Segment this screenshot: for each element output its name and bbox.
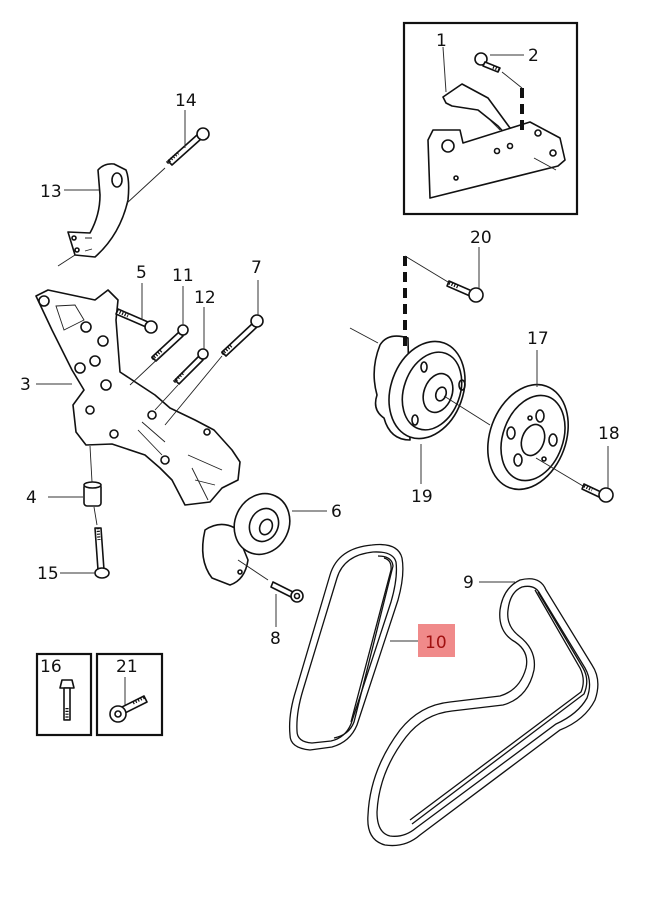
callout-17[interactable]: 17 [527,329,549,349]
part-11-bolt[interactable] [150,324,189,362]
part-13-support-bracket[interactable] [67,163,130,258]
callout-13[interactable]: 13 [40,182,62,202]
part-16-bolt[interactable] [59,679,75,721]
part-17-pulley[interactable] [474,373,582,500]
callout-19[interactable]: 19 [411,487,433,507]
part-4-sleeve[interactable] [83,481,102,507]
callout-1[interactable]: 1 [436,31,447,51]
part-21-bolt[interactable] [109,695,148,723]
callout-9[interactable]: 9 [463,573,474,593]
highlight-box [418,624,455,657]
part-1-bracket[interactable] [427,83,566,199]
inset-box-bracket: 1 2 [402,21,579,216]
inset-frame-21 [95,652,164,737]
axis-line-2 [443,395,491,426]
inset-box-21[interactable]: 21 [95,652,164,737]
part-8-bolt[interactable] [270,581,304,603]
callout-18[interactable]: 18 [598,424,620,444]
part-5-bolt[interactable] [115,308,158,334]
inset-box-16[interactable]: 16 [35,652,93,737]
callout-21[interactable]: 21 [116,657,138,677]
part-19-pump[interactable] [373,331,478,450]
callout-8[interactable]: 8 [270,629,281,649]
callout-12[interactable]: 12 [194,288,216,308]
inset-frame-16 [35,652,93,737]
part-20-bolt[interactable] [446,280,484,303]
axis-line [349,327,379,344]
callout-10[interactable]: 10 [425,633,447,653]
part-2-bolt[interactable] [474,52,501,73]
callout-5[interactable]: 5 [136,263,147,283]
callout-10-highlight[interactable]: 10 [418,624,455,657]
part-12-bolt[interactable] [172,348,209,385]
callout-14[interactable]: 14 [175,91,197,111]
callout-3[interactable]: 3 [20,375,31,395]
inset-frame [402,21,579,216]
callout-2[interactable]: 2 [528,46,539,66]
part-7-bolt[interactable] [220,314,264,357]
part-15-bolt[interactable] [94,527,110,579]
callout-20[interactable]: 20 [470,228,492,248]
part-10-belt[interactable] [288,543,404,751]
callout-4[interactable]: 4 [26,488,37,508]
callout-7[interactable]: 7 [251,258,262,278]
part-18-bolt[interactable] [581,483,614,503]
part-6-idler-tensioner[interactable] [201,484,300,586]
part-14-bolt[interactable] [165,127,210,166]
leader-1 [442,46,447,93]
callout-16[interactable]: 16 [40,657,62,677]
callout-15[interactable]: 15 [37,564,59,584]
part-9-belt[interactable] [367,578,599,847]
callout-6[interactable]: 6 [331,502,342,522]
callout-11[interactable]: 11 [172,266,194,286]
